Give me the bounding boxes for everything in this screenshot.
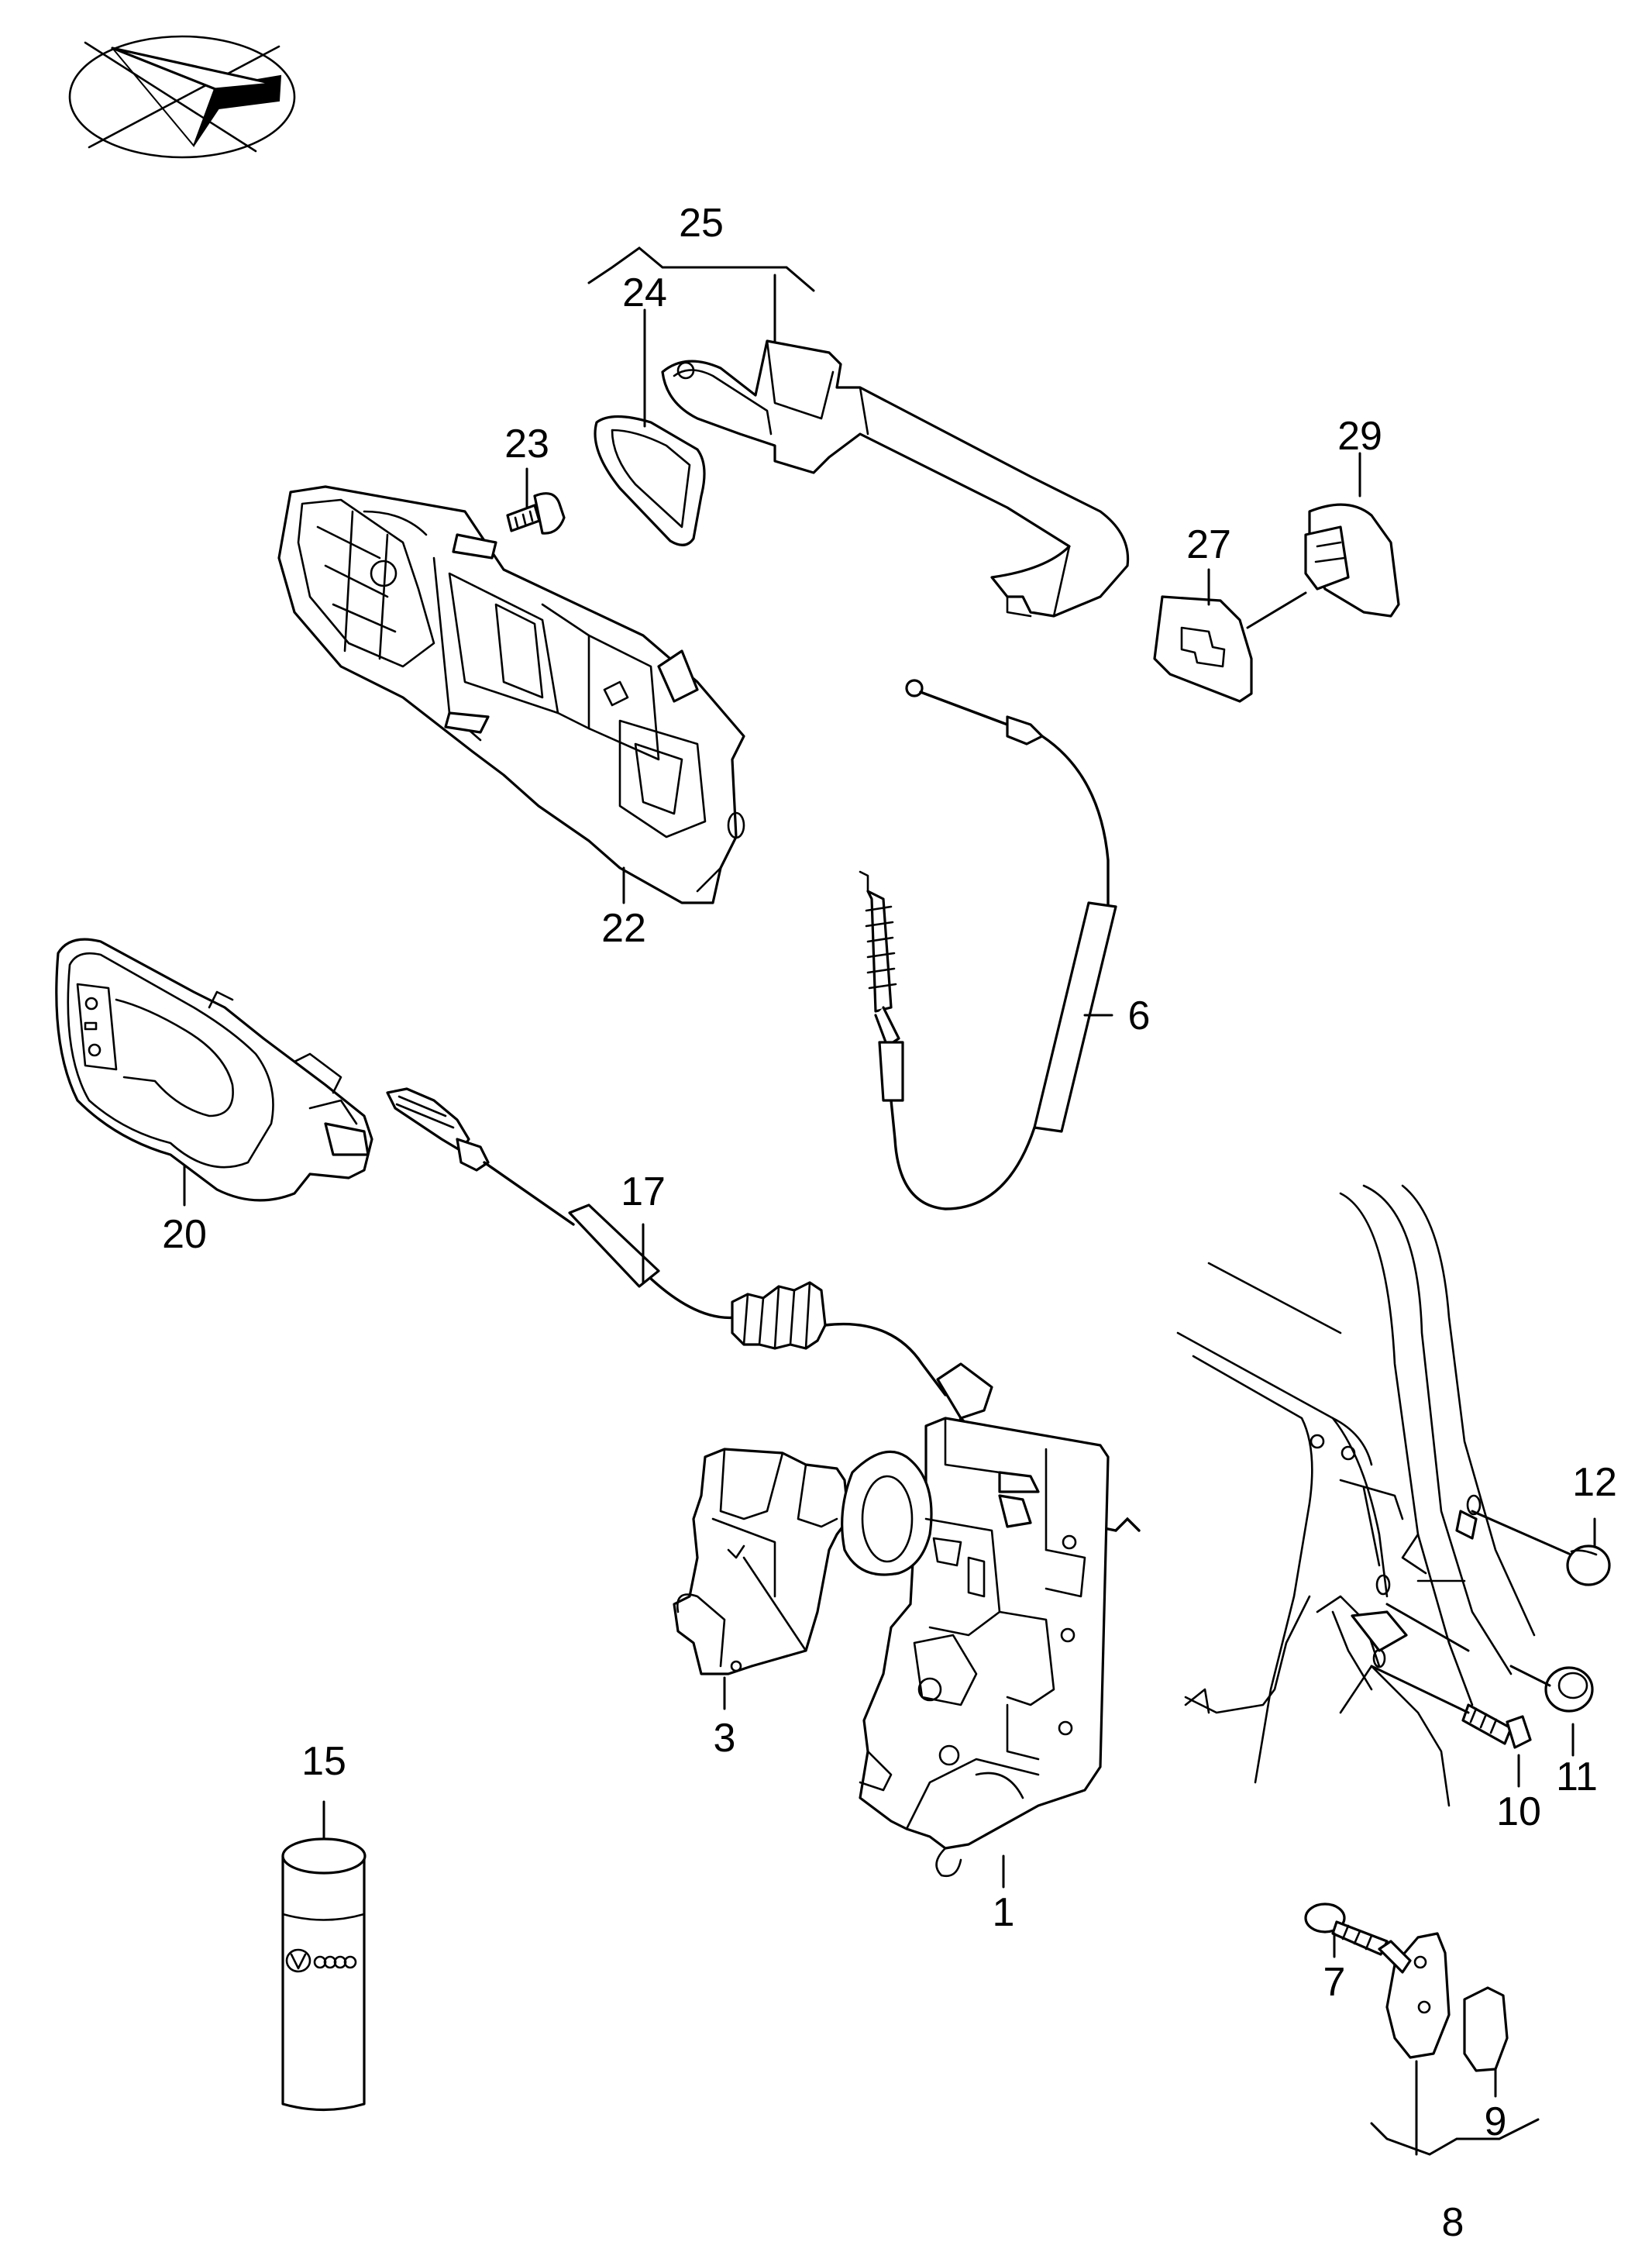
part-8-striker	[1378, 1932, 1451, 2059]
callout-3: 3	[714, 1716, 736, 1761]
callout-15: 15	[301, 1739, 346, 1784]
callout-29: 29	[1337, 414, 1382, 459]
callout-23: 23	[504, 422, 549, 467]
part-15-grease-can	[281, 1837, 367, 2112]
callout-11: 11	[1556, 1754, 1598, 1799]
callout-22: 22	[601, 906, 646, 951]
callout-27: 27	[1186, 522, 1231, 567]
part-20-inner-door-handle	[55, 938, 373, 1202]
part-11-cap	[1544, 1666, 1594, 1713]
callout-7: 7	[1323, 1960, 1346, 2005]
callout-10: 10	[1496, 1789, 1541, 1834]
callout-1: 1	[993, 1890, 1015, 1935]
callout-20: 20	[162, 1212, 207, 1257]
part-24-gasket	[594, 415, 706, 546]
direction-arrow-in-ellipse-icon	[68, 35, 296, 159]
callout-6: 6	[1128, 993, 1151, 1038]
callout-25: 25	[679, 201, 724, 246]
part-1-door-lock	[841, 1417, 1110, 1878]
part-29-cover-cap	[1304, 503, 1400, 618]
part-12-plug	[1566, 1544, 1611, 1586]
part-25-outer-door-handle	[661, 339, 1130, 618]
leader-lines	[183, 246, 1596, 2156]
part-27-seal	[1153, 595, 1253, 703]
part-7-screw	[1304, 1902, 1389, 1956]
callout-24: 24	[622, 270, 667, 315]
callout-17: 17	[621, 1169, 666, 1214]
callout-9: 9	[1485, 2099, 1507, 2144]
part-3-lock-cover	[673, 1448, 850, 1675]
door-frame-outline	[1176, 1184, 1536, 1807]
part-23-screw	[506, 492, 566, 535]
part-9-shim	[1463, 1986, 1509, 2072]
part-6-remote-control-cable	[859, 679, 1117, 1210]
callout-8: 8	[1442, 2200, 1464, 2245]
callout-12: 12	[1572, 1460, 1617, 1505]
part-10-bolt	[1461, 1703, 1532, 1749]
part-22-handle-carrier-frame	[277, 485, 745, 904]
